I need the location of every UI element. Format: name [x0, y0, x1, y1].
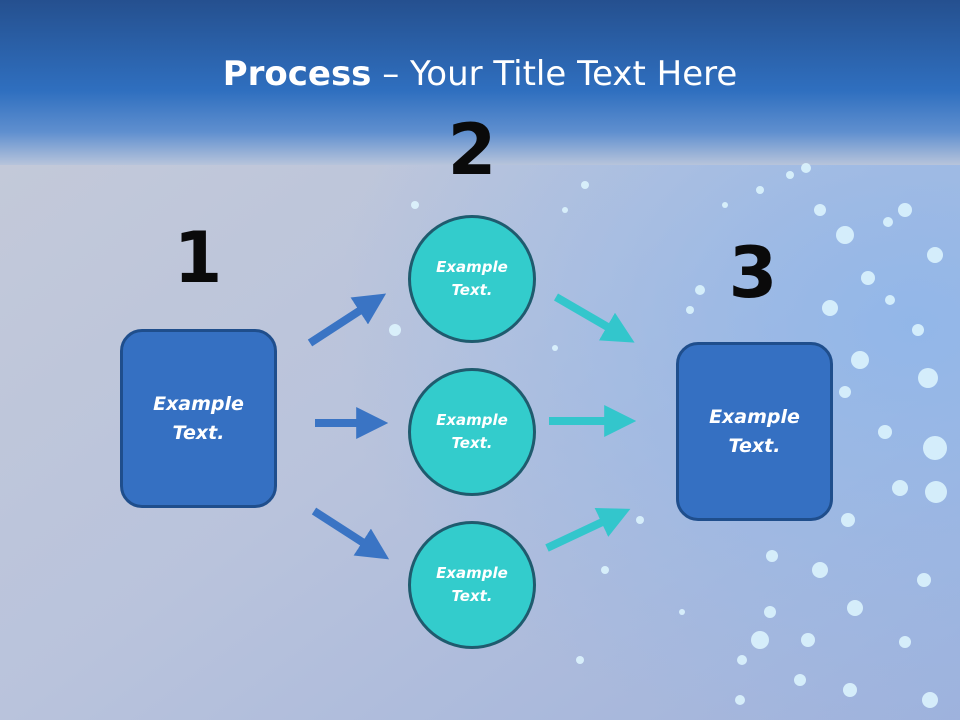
circle-top-label: Example Text. [436, 258, 508, 299]
arrow-top-to-3 [553, 293, 635, 343]
step-2-circle-bottom: Example Text. [408, 521, 536, 649]
title-rest: – Your Title Text Here [371, 54, 738, 94]
step-1-label: Example Text. [153, 392, 244, 444]
step-1-box: Example Text. [120, 329, 277, 508]
step-number-3: 3 [728, 232, 778, 314]
step-number-1: 1 [173, 217, 223, 299]
step-3-box: Example Text. [676, 342, 833, 521]
step-number-2: 2 [447, 109, 497, 191]
circle-bottom-label: Example Text. [436, 564, 508, 605]
slide-title: Process – Your Title Text Here [0, 52, 960, 96]
arrow-bottom-to-3 [545, 507, 631, 552]
step-3-label: Example Text. [709, 405, 800, 457]
circle-middle-label: Example Text. [436, 411, 508, 452]
step-2-circle-top: Example Text. [408, 215, 536, 343]
step-2-circle-middle: Example Text. [408, 368, 536, 496]
arrow-1-to-top [307, 293, 387, 347]
title-strong: Process [222, 54, 372, 94]
arrow-1-to-bottom [311, 507, 390, 560]
